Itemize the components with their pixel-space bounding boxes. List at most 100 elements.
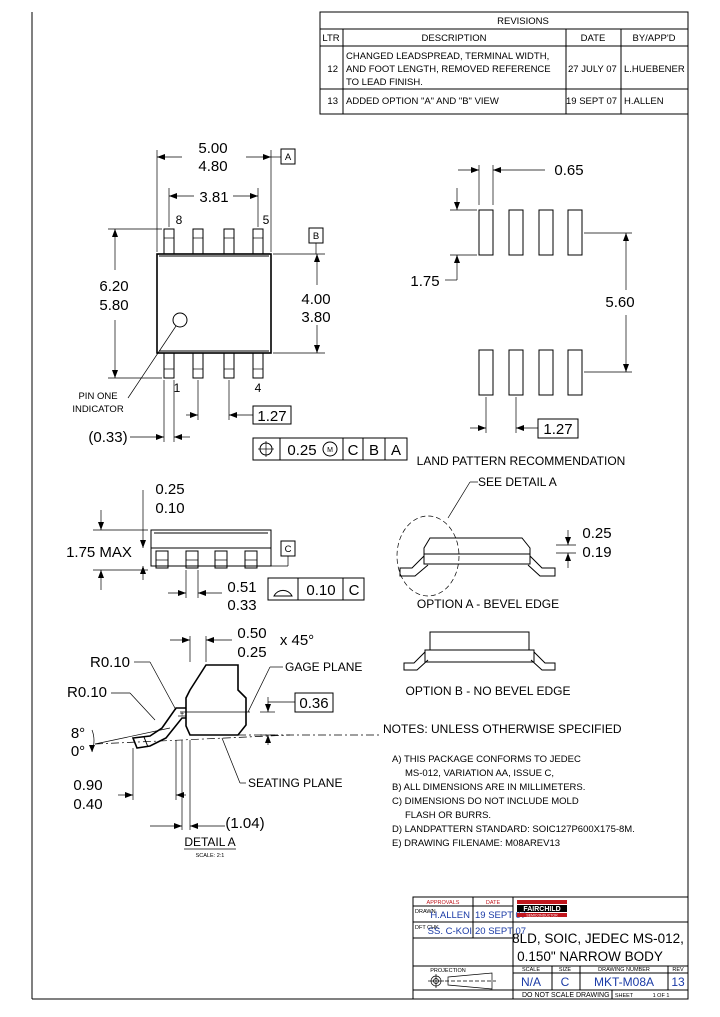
dim-pin-span: 3.81 — [199, 189, 228, 206]
revisions-title: REVISIONS — [497, 16, 549, 27]
third-angle-projection-icon — [428, 972, 496, 990]
rev-12-by: L.HUEBENER — [624, 64, 685, 75]
land-pattern: 0.65 1.75 5.60 1.27 LAND PATTERN RECOMME… — [410, 162, 634, 468]
footprint-dim: (1.04) — [225, 815, 264, 832]
tb-dwg-label: DRAWING NUMBER — [598, 967, 650, 973]
dim-height: 1.75 MAX — [66, 544, 132, 561]
tb-title-2: 0.150" NARROW BODY — [517, 949, 663, 964]
logo-sub: SEMICONDUCTOR — [526, 914, 558, 918]
rev-13-by: H.ALLEN — [624, 96, 664, 107]
pin-one-label-1: PIN ONE — [78, 391, 117, 402]
rev-header-date: DATE — [581, 33, 606, 44]
rev-12-ltr: 12 — [327, 64, 338, 75]
dim-thk-min: 0.19 — [582, 544, 611, 561]
tb-scale-label: SCALE — [522, 967, 540, 973]
package-body — [156, 253, 272, 354]
note-a-2: MS-012, VARIATION AA, ISSUE C, — [405, 768, 554, 779]
dim-length-max: 5.00 — [198, 140, 227, 157]
rev-12-desc-1: CHANGED LEADSPREAD, TERMINAL WIDTH, — [346, 51, 549, 62]
angle-max: 8° — [71, 725, 85, 742]
dim-body-min: 3.80 — [301, 309, 330, 326]
fairchild-logo: FAIRCHILD SEMICONDUCTOR — [517, 900, 567, 918]
dim-width-min: 5.80 — [99, 297, 128, 314]
pin-one-dot — [172, 312, 188, 328]
profile-surface-icon — [273, 589, 293, 597]
tb-sheet-value: 1 OF 1 — [653, 993, 670, 999]
notes: NOTES: UNLESS OTHERWISE SPECIFIED A) THI… — [383, 722, 635, 849]
tb-projection-label: PROJECTION — [430, 968, 465, 974]
tb-drawn-label: DRAWN — [415, 909, 436, 915]
chamfer-max: 0.50 — [237, 625, 266, 642]
tb-no-scale: DO NOT SCALE DRAWING — [522, 992, 610, 999]
datum-c-label: C — [285, 544, 292, 555]
tb-drawn-name: H.ALLEN — [430, 910, 470, 921]
title-block: APPROVALS DATE DRAWN H.ALLEN 19 SEPT 07 … — [412, 896, 689, 1000]
radius-1: R0.10 — [90, 654, 130, 671]
tb-check-label: DFT CHK — [415, 925, 439, 931]
tb-rev-label: REV — [672, 967, 684, 973]
tb-sheet-label: SHEET — [615, 993, 634, 999]
top-view: 5.00 4.80 A 3.81 8 5 1 4 6.20 5.80 4.00 — [72, 140, 408, 461]
tb-size-value: C — [561, 975, 570, 989]
tb-drawn-date: 19 SEPT 07 — [475, 910, 526, 921]
gage-plus-icon: + — [180, 711, 184, 718]
dim-lead-width: (0.33) — [88, 429, 127, 446]
seating-plane-label: SEATING PLANE — [248, 776, 342, 790]
chamfer-angle: x 45° — [280, 632, 314, 649]
dim-lead-max: 0.51 — [227, 579, 256, 596]
rev-header-by: BY/APP'D — [633, 33, 676, 44]
detail-a-callout-circle — [396, 515, 460, 597]
note-b: B) ALL DIMENSIONS ARE IN MILLIMETERS. — [392, 782, 585, 793]
dim-thk-max: 0.25 — [582, 525, 611, 542]
note-e: E) DRAWING FILENAME: M08AREV13 — [392, 838, 560, 849]
pin-one-label-2: INDICATOR — [72, 404, 124, 415]
dim-body-max: 4.00 — [301, 291, 330, 308]
position-tolerance-frame: 0.25 M C B A — [252, 437, 408, 461]
tb-dwg-value: MKT-M08A — [594, 975, 654, 989]
dim-length-min: 4.80 — [198, 158, 227, 175]
side-view: 1.75 MAX 0.25 0.10 C 0.51 0.33 0.10 C — [66, 481, 365, 614]
rev-13-date: 19 SEPT 07 — [566, 96, 617, 107]
dim-pitch: 1.27 — [257, 408, 286, 425]
note-d: D) LANDPATTERN STANDARD: SOIC127P600X175… — [392, 824, 635, 835]
note-c-1: C) DIMENSIONS DO NOT INCLUDE MOLD — [392, 796, 579, 807]
lp-pitch: 1.27 — [543, 421, 572, 438]
fcf-datum-c: C — [348, 442, 359, 459]
rev-13-ltr: 13 — [327, 96, 338, 107]
detail-a-title: DETAIL A — [184, 835, 235, 849]
tb-approvals: APPROVALS — [427, 900, 460, 906]
rev-12-desc-3: TO LEAD FINISH. — [346, 77, 423, 88]
tb-size-label: SIZE — [559, 967, 572, 973]
sheet-border — [31, 12, 689, 1000]
chamfer-min: 0.25 — [237, 644, 266, 661]
see-detail-a: SEE DETAIL A — [478, 475, 557, 489]
datum-a-label: A — [285, 152, 292, 163]
tb-scale-value: N/A — [521, 975, 541, 989]
rev-header-description: DESCRIPTION — [422, 33, 487, 44]
option-a-label: OPTION A - BEVEL EDGE — [417, 597, 559, 611]
note-c-2: FLASH OR BURRS. — [405, 810, 491, 821]
notes-header: NOTES: UNLESS OTHERWISE SPECIFIED — [383, 722, 622, 736]
gage-dim: 0.36 — [299, 695, 328, 712]
tb-check-date: 20 SEPT 07 — [475, 926, 526, 937]
dim-lead-min: 0.33 — [227, 597, 256, 614]
revisions-table: REVISIONS LTR DESCRIPTION DATE BY/APP'D … — [319, 11, 689, 115]
detail-a-view: 0.50 0.25 x 45° R0.10 R0.10 GAGE PLANE +… — [67, 625, 380, 859]
datum-b-label: B — [313, 231, 319, 242]
rev-12-date: 27 JULY 07 — [568, 64, 617, 75]
dim-standoff-min: 0.10 — [155, 500, 184, 517]
profile-datum: C — [349, 582, 360, 599]
fcf-tolerance: 0.25 — [287, 442, 316, 459]
tb-check-name: SS. C-KOI — [428, 926, 472, 937]
dim-width-max: 6.20 — [99, 278, 128, 295]
pin-4-label: 4 — [255, 381, 262, 395]
detail-a-scale: SCALE: 2:1 — [196, 853, 225, 859]
note-a-1: A) THIS PACKAGE CONFORMS TO JEDEC — [392, 754, 581, 765]
option-b-view: OPTION B - NO BEVEL EDGE — [403, 631, 570, 698]
fcf-modifier: M — [327, 447, 333, 454]
pin-1-label: 1 — [174, 381, 181, 395]
pin-5-label: 5 — [263, 213, 270, 227]
option-a-view: SEE DETAIL A 0.25 0.19 OPTION A - BEVEL … — [396, 475, 612, 611]
fcf-datum-b: B — [369, 442, 379, 459]
